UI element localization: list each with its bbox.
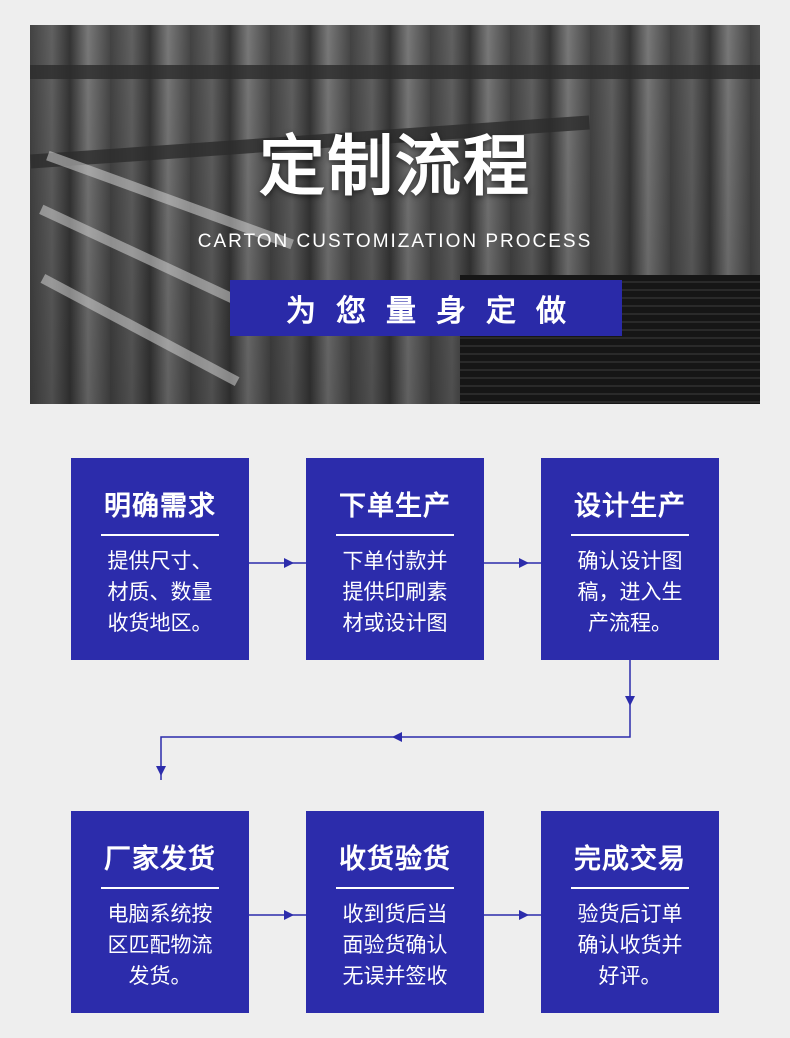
step-description: 收到货后当 面验货确认 无误并签收 xyxy=(306,899,484,992)
step-desc-line: 收到货后当 xyxy=(342,902,448,926)
step-desc-line: 材质、数量 xyxy=(107,580,213,604)
step-desc-line: 面验货确认 xyxy=(342,933,448,957)
step-desc-line: 确认收货并 xyxy=(577,933,683,957)
step-desc-line: 下单付款并 xyxy=(342,549,448,573)
arrow-down-icon xyxy=(625,696,635,706)
flow-line xyxy=(160,660,631,780)
arrow-right-icon xyxy=(284,558,294,568)
step-description: 确认设计图 稿，进入生 产流程。 xyxy=(541,546,719,639)
step-description: 提供尺寸、 材质、数量 收货地区。 xyxy=(71,546,249,639)
hero-banner: 定制流程 CARTON CUSTOMIZATION PROCESS 为您量身定做 xyxy=(30,25,760,404)
arrow-right-icon xyxy=(519,910,529,920)
step-title: 下单生产 xyxy=(339,491,451,522)
step-card-shipping: 厂家发货 电脑系统按 区匹配物流 发货。 xyxy=(71,811,249,1013)
page-title: 定制流程 xyxy=(259,128,531,205)
step-desc-line: 好评。 xyxy=(598,964,662,988)
step-desc-line: 区匹配物流 xyxy=(107,933,213,957)
step-card-requirements: 明确需求 提供尺寸、 材质、数量 收货地区。 xyxy=(71,458,249,660)
step-card-order: 下单生产 下单付款并 提供印刷素 材或设计图 xyxy=(306,458,484,660)
step-divider xyxy=(336,887,454,889)
step-desc-line: 提供印刷素 xyxy=(342,580,448,604)
step-desc-line: 产流程。 xyxy=(588,611,672,635)
step-desc-line: 材或设计图 xyxy=(342,611,448,635)
step-desc-line: 发货。 xyxy=(128,964,192,988)
step-description: 下单付款并 提供印刷素 材或设计图 xyxy=(306,546,484,639)
step-card-complete: 完成交易 验货后订单 确认收货并 好评。 xyxy=(541,811,719,1013)
step-desc-line: 确认设计图 xyxy=(577,549,683,573)
arrow-right-icon xyxy=(519,558,529,568)
arrow-left-icon xyxy=(392,732,402,742)
step-title: 完成交易 xyxy=(574,844,686,875)
step-description: 电脑系统按 区匹配物流 发货。 xyxy=(71,899,249,992)
step-title: 收货验货 xyxy=(339,844,451,875)
arrow-down-icon xyxy=(156,766,166,776)
step-title: 厂家发货 xyxy=(104,844,216,875)
step-desc-line: 电脑系统按 xyxy=(107,902,213,926)
step-title: 设计生产 xyxy=(574,491,686,522)
step-description: 验货后订单 确认收货并 好评。 xyxy=(541,899,719,992)
step-divider xyxy=(571,534,689,536)
step-divider xyxy=(101,534,219,536)
step-card-inspection: 收货验货 收到货后当 面验货确认 无误并签收 xyxy=(306,811,484,1013)
step-desc-line: 稿，进入生 xyxy=(577,580,683,604)
page-subtitle: CARTON CUSTOMIZATION PROCESS xyxy=(197,231,593,252)
step-desc-line: 提供尺寸、 xyxy=(107,549,213,573)
step-divider xyxy=(571,887,689,889)
step-desc-line: 验货后订单 xyxy=(577,902,683,926)
hero-badge: 为您量身定做 xyxy=(230,280,622,336)
arrow-right-icon xyxy=(284,910,294,920)
step-divider xyxy=(101,887,219,889)
step-card-design: 设计生产 确认设计图 稿，进入生 产流程。 xyxy=(541,458,719,660)
step-desc-line: 收货地区。 xyxy=(107,611,213,635)
hero-beam xyxy=(30,65,760,79)
step-title: 明确需求 xyxy=(104,491,216,522)
step-desc-line: 无误并签收 xyxy=(342,964,448,988)
step-divider xyxy=(336,534,454,536)
